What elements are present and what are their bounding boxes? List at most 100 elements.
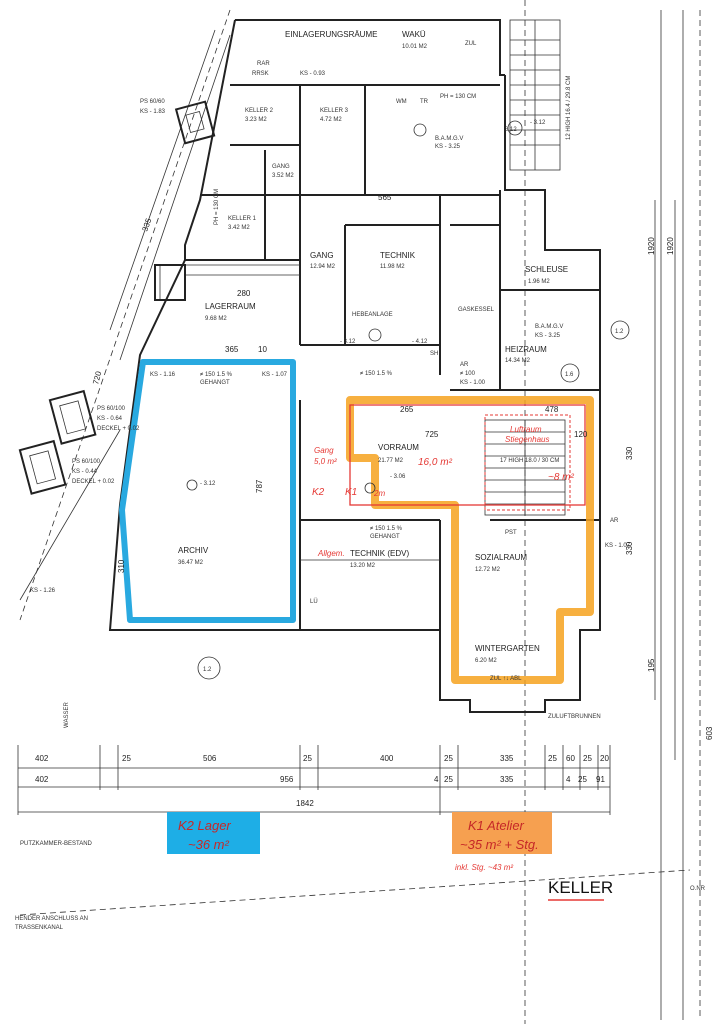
label-pst: PST [505, 530, 517, 536]
label-ar: AR [460, 362, 469, 368]
label-wasser: WASSER [64, 702, 70, 728]
room-wintergarten-area: 6.20 M2 [475, 658, 497, 664]
label-rar: RAR [257, 61, 270, 67]
room-wintergarten-name: WINTERGARTEN [475, 644, 540, 653]
label-ks044: KS - 0.44 [72, 469, 98, 475]
label-level-312b: - 3.12 [340, 339, 356, 345]
dim-10: 10 [258, 345, 267, 354]
label-sh: SH [430, 351, 438, 357]
label-gehangt-archiv: GEHANGT [200, 380, 230, 386]
k1-marker [364, 482, 376, 494]
slope-line-2 [119, 34, 231, 361]
label-stair-top: 12 HIGH 16.4 / 29.8 CM [566, 76, 572, 140]
label-bamgv1: B.A.M.G.V [435, 136, 463, 142]
dim-total: 1842 [296, 799, 314, 808]
label-gaskessel: GASKESSEL [458, 307, 495, 313]
dim-v2: 1920 [666, 237, 675, 255]
dim-row1-3: 25 [303, 754, 312, 763]
label-level-312-top: - 3.12 [530, 120, 546, 126]
archiv-outline-blue [119, 359, 296, 623]
dim-565: 565 [378, 193, 392, 202]
dim-280: 280 [237, 289, 251, 298]
room-archiv-name: ARCHIV [178, 546, 209, 555]
label-anschluss-2: TRASSENKANAL [15, 925, 64, 931]
label-ar-right: AR [610, 518, 619, 524]
annot-stiegenhaus-area: ~8 m² [548, 472, 575, 483]
shaft-gang-left [154, 264, 186, 301]
level-marker-archiv [186, 479, 198, 491]
room-gang-small-area: 3.52 M2 [272, 173, 294, 179]
dim-725: 725 [425, 430, 439, 439]
dim-row2-1: 956 [280, 775, 294, 784]
label-ks107-right: KS - 1.07 [605, 543, 631, 549]
annot-gang-area: 5,0 m² [314, 457, 337, 466]
room-sozialraum-area: 12.72 M2 [475, 567, 501, 573]
label-deckel-a: DECKEL + 0.02 [97, 426, 140, 432]
dim-row1-9: 25 [583, 754, 592, 763]
level-circle-vorraum [560, 363, 580, 383]
label-gefaelle-technik: ≠ 150 1.5 % [370, 526, 403, 532]
dim-row1-1: 25 [122, 754, 131, 763]
label-zul: ZUL [465, 41, 477, 47]
label-ks107: KS - 1.07 [262, 372, 288, 378]
label-anschluss-1: HENDER ANSCHLUSS AN [15, 916, 88, 922]
dim-row2-4: 335 [500, 775, 514, 784]
label-einlagerung: EINLAGERUNGSRÄUME [285, 30, 377, 39]
slope-line-3 [19, 429, 121, 601]
wall-left [108, 19, 300, 631]
dim-787: 787 [255, 479, 264, 493]
dim-478: 478 [545, 405, 559, 414]
dim-row2-3: 25 [444, 775, 453, 784]
label-waku: WAKÜ [402, 30, 426, 39]
label-ks064: KS - 0.64 [97, 416, 123, 422]
room-heizraum-name: HEIZRAUM [505, 345, 547, 354]
dim-row2-7: 91 [596, 775, 605, 784]
label-ps60100a: PS 60/100 [97, 406, 126, 412]
shaft-ps-60100-b [18, 439, 67, 495]
room-keller3-area: 4.72 M2 [320, 117, 342, 123]
label-ks325b: KS - 3.25 [535, 333, 561, 339]
room-gang-area: 12.94 M2 [310, 264, 336, 270]
label-ar100: ≠ 100 [460, 371, 476, 377]
room-technik-edv-name: TECHNIK (EDV) [350, 549, 409, 558]
label-keller: KELLER [548, 878, 613, 897]
label-gefaelle-top: ≠ 150 1.5 % [360, 371, 393, 377]
label-ks100: KS - 1.00 [460, 380, 486, 386]
corridor-hatch [159, 264, 300, 300]
level-circle-top [507, 120, 523, 136]
label-ps6060: PS 60/60 [140, 99, 165, 105]
dim-row1-10: 20 [600, 754, 609, 763]
dim-row2-0: 402 [35, 775, 49, 784]
room-gang-small-name: GANG [272, 164, 290, 170]
label-hebeanlage: HEBEANLAGE [352, 312, 393, 318]
room-gang-name: GANG [310, 251, 334, 260]
k1-outline-orange [346, 396, 594, 684]
dim-v6: 330 [625, 541, 634, 555]
dim-310: 310 [117, 559, 126, 573]
annot-vorraum-area: 16,0 m² [418, 457, 453, 468]
annot-k2: K2 [312, 487, 325, 498]
dim-v3: 603 [705, 726, 714, 740]
k2-box-area: ~36 m² [188, 837, 229, 852]
room-keller1-name: KELLER 1 [228, 216, 257, 222]
dim-row2-2: 4 [434, 775, 439, 784]
label-stair-vorraum: 17 HIGH 18.0 / 30 CM [500, 458, 559, 464]
annot-door-2m: 2m [373, 489, 385, 498]
dim-365: 365 [225, 345, 239, 354]
dim-row1-0: 402 [35, 754, 49, 763]
shaft-ps-60100-a [48, 389, 97, 445]
label-putzkammer: PUTZKAMMER-BESTAND [20, 841, 93, 847]
label-level-306: - 3.06 [390, 474, 406, 480]
k1-box [452, 812, 552, 854]
annot-gang: Gang [314, 446, 334, 455]
shaft-ps-6060 [174, 100, 216, 145]
label-ph130: PH = 130 CM [440, 94, 476, 100]
label-waku-area: 10.01 M2 [402, 44, 428, 50]
dim-row1-5: 25 [444, 754, 453, 763]
annot-stiegenhaus-1: Luftraum [510, 425, 542, 434]
room-heizraum-area: 14.34 M2 [505, 358, 531, 364]
k1-box-title: K1 Atelier [468, 818, 525, 833]
dim-120: 120 [574, 430, 588, 439]
label-ks093: KS - 0.93 [300, 71, 326, 77]
annot-stiegenhaus-2: Stiegenhaus [505, 435, 549, 444]
